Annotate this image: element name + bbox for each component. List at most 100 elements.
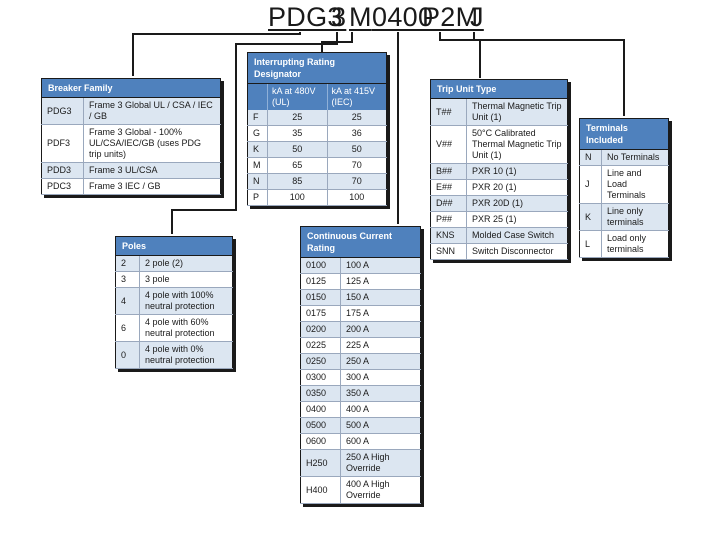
row-value: Switch Disconnector: [466, 243, 568, 260]
row-value: 600 A: [340, 433, 421, 450]
row-value: 35: [267, 125, 328, 142]
row-value: Frame 3 Global - 100% UL/CSA/IEC/GB (use…: [83, 124, 221, 163]
row-code: V##: [430, 125, 467, 164]
row-code: H400: [300, 476, 341, 504]
row-code: 3: [115, 271, 140, 288]
code-segment-terminals: J: [470, 2, 484, 32]
row-value: Molded Case Switch: [466, 227, 568, 244]
row-value: Line and Load Terminals: [601, 165, 669, 204]
row-value: No Terminals: [601, 149, 669, 166]
terminals-title: Terminals Included: [579, 118, 669, 150]
code-segment-trip-unit: P2M: [422, 2, 479, 32]
row-code: 0175: [300, 305, 341, 322]
row-value: 70: [327, 173, 387, 190]
table-row: P##PXR 25 (1): [430, 211, 568, 228]
row-code: 0100: [300, 257, 341, 274]
row-code: J: [579, 165, 602, 204]
row-value: 175 A: [340, 305, 421, 322]
row-value: 36: [327, 125, 387, 142]
interrupting-title: Interrupting Rating Designator: [247, 52, 387, 84]
table-row: T##Thermal Magnetic Trip Unit (1): [430, 98, 568, 126]
row-value: 400 A: [340, 401, 421, 418]
row-code: K: [579, 203, 602, 231]
row-code: PDC3: [41, 178, 84, 195]
row-value: 300 A: [340, 369, 421, 386]
row-value: Load only terminals: [601, 230, 669, 258]
row-code: F: [247, 110, 268, 126]
row-value: 70: [327, 157, 387, 174]
row-code: 0600: [300, 433, 341, 450]
table-row: D##PXR 20D (1): [430, 195, 568, 212]
row-code: PDD3: [41, 162, 84, 179]
row-value: Frame 3 Global UL / CSA / IEC / GB: [83, 97, 221, 125]
row-code: 0225: [300, 337, 341, 354]
interrupting-col-iec: kA at 415V (IEC): [326, 83, 387, 110]
poles-title: Poles: [115, 236, 233, 256]
row-value: 2 pole (2): [139, 255, 233, 272]
row-code: P: [247, 189, 268, 206]
row-value: Line only terminals: [601, 203, 669, 231]
connector-interrupting: [321, 32, 353, 52]
row-value: Frame 3 IEC / GB: [83, 178, 221, 195]
row-code: SNN: [430, 243, 467, 260]
row-code: 0150: [300, 289, 341, 306]
row-value: Frame 3 UL/CSA: [83, 162, 221, 179]
interrupting-col-ul: kA at 480V (UL): [267, 83, 327, 110]
row-code: N: [247, 173, 268, 190]
row-code: 0300: [300, 369, 341, 386]
row-value: 100: [267, 189, 328, 206]
row-value: 250 A: [340, 353, 421, 370]
row-value: 100: [327, 189, 387, 206]
row-code: B##: [430, 163, 467, 180]
row-value: 350 A: [340, 385, 421, 402]
connector-trip-unit: [439, 32, 481, 78]
breaker-family-title: Breaker Family: [41, 78, 221, 98]
row-code: 0500: [300, 417, 341, 434]
row-value: PXR 25 (1): [466, 211, 568, 228]
row-code: 0: [115, 341, 140, 369]
row-code: G: [247, 125, 268, 142]
row-code: E##: [430, 179, 467, 196]
row-value: 4 pole with 100% neutral protection: [139, 287, 233, 315]
continuous-title: Continuous Current Rating: [300, 226, 421, 258]
row-value: 400 A High Override: [340, 476, 421, 504]
row-value: 150 A: [340, 289, 421, 306]
table-row: B##PXR 10 (1): [430, 163, 568, 180]
row-code: 0350: [300, 385, 341, 402]
table-row: V##50°C Calibrated Thermal Magnetic Trip…: [430, 125, 568, 164]
row-value: 50: [267, 141, 328, 158]
row-value: Thermal Magnetic Trip Unit (1): [466, 98, 568, 126]
trip-unit-title: Trip Unit Type: [430, 79, 568, 99]
row-code: H250: [300, 449, 341, 477]
row-value: PXR 10 (1): [466, 163, 568, 180]
